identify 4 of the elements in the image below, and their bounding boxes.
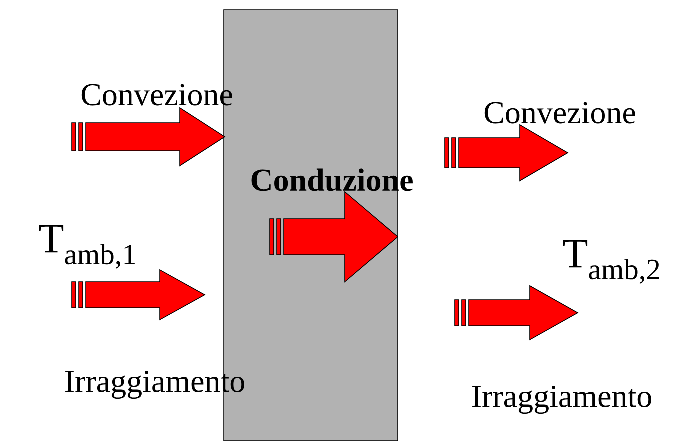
heat-transfer-label: T$_{amb,2}$: [563, 240, 660, 284]
heat-transfer-label: Convezione: [484, 102, 636, 124]
heat-transfer-label: T$_{amb,1}$: [39, 225, 136, 269]
heat-transfer-label: Irraggiamento: [472, 386, 652, 414]
